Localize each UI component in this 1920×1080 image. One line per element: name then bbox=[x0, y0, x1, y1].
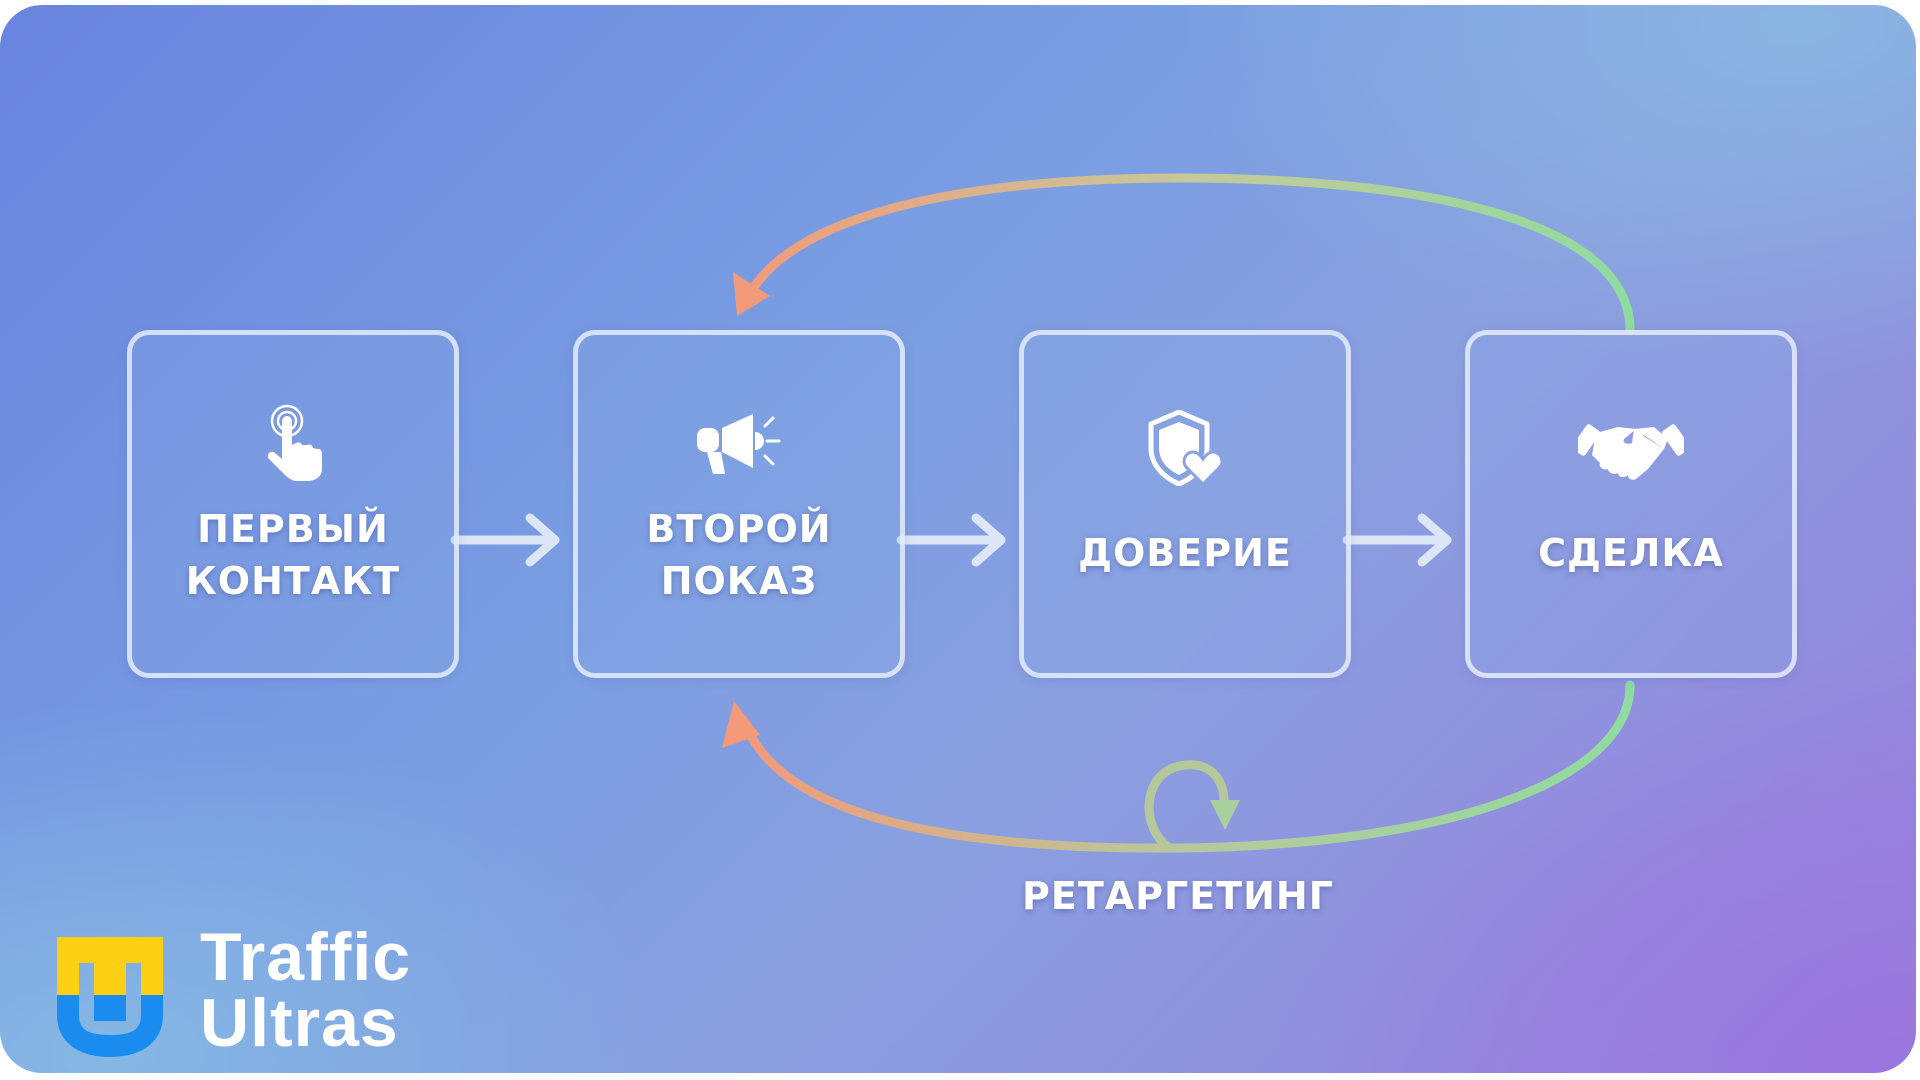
top-loop-arrow bbox=[733, 173, 1635, 335]
flow-arrow-2 bbox=[896, 513, 1006, 567]
stage-label: ДОВЕРИЕ bbox=[1078, 531, 1292, 575]
refresh-loop-icon bbox=[1144, 760, 1229, 853]
flow-arrow-3 bbox=[1342, 513, 1452, 567]
stage-label: СДЕЛКА bbox=[1538, 531, 1724, 575]
retargeting-label: РЕТАРГЕТИНГ bbox=[1022, 874, 1334, 918]
arrowhead-icon bbox=[722, 701, 760, 748]
tap-hand-icon bbox=[267, 404, 323, 481]
brand-name: Traffic Ultras bbox=[200, 919, 412, 1061]
traffic-ultras-logo-icon bbox=[57, 937, 163, 1057]
stage-trust: ДОВЕРИЕ bbox=[1019, 330, 1351, 678]
stage-second-show: ВТОРОЙ ПОКАЗ bbox=[573, 330, 905, 678]
megaphone-icon bbox=[697, 414, 781, 474]
flow-arrow-1 bbox=[450, 513, 560, 567]
brand-name-line2: Ultras bbox=[200, 985, 399, 1061]
stage-label: ПЕРВЫЙ КОНТАКТ bbox=[185, 507, 401, 603]
arrowhead-icon bbox=[733, 272, 770, 316]
handshake-icon bbox=[1578, 424, 1684, 480]
bottom-retargeting-arrow bbox=[722, 680, 1635, 853]
shield-heart-icon bbox=[1148, 410, 1224, 486]
stage-label: ВТОРОЙ ПОКАЗ bbox=[646, 507, 832, 603]
stage-first-contact: ПЕРВЫЙ КОНТАКТ bbox=[127, 330, 459, 678]
brand-name-line1: Traffic bbox=[200, 919, 412, 995]
stage-deal: СДЕЛКА bbox=[1465, 330, 1797, 678]
